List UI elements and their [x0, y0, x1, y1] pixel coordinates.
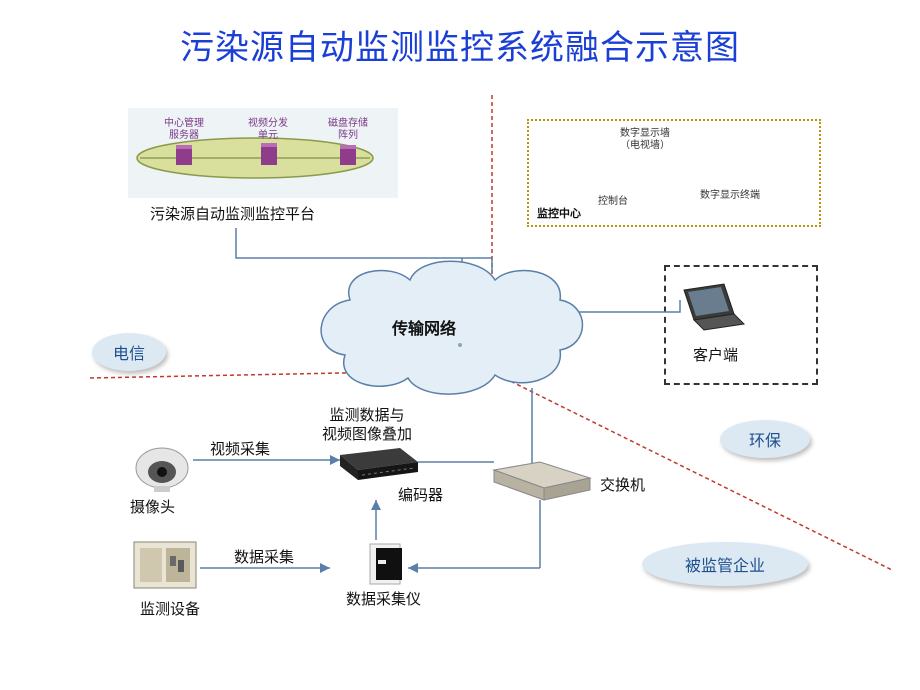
server-label-2: 视频分发单元 — [248, 118, 288, 141]
camera-icon — [135, 447, 189, 492]
monitor-center-box — [527, 119, 821, 227]
console-label: 控制台 — [598, 196, 628, 207]
server-icon-2 — [261, 143, 277, 165]
switch-icon — [492, 461, 592, 501]
collector-label: 数据采集仪 — [346, 590, 422, 608]
data-capture-label: 数据采集 — [234, 548, 295, 566]
zone-env: 环保 — [720, 420, 810, 458]
platform-group — [128, 108, 398, 198]
camera-label: 摄像头 — [130, 498, 176, 516]
zone-enterprise: 被监管企业 — [642, 542, 808, 586]
encoder-icon — [340, 448, 418, 480]
connectors — [193, 174, 681, 569]
display-terminal-label: 数字显示终端 — [700, 190, 760, 201]
monitoring-equipment-icon — [133, 541, 197, 589]
laptop-icon — [683, 283, 746, 331]
data-collector-icon — [369, 543, 402, 585]
network-label: 传输网络 — [392, 319, 457, 338]
video-wall-label: 数字显示墙（电视墙） — [620, 128, 670, 151]
monitor-center-label: 监控中心 — [537, 207, 581, 220]
server-label-3: 磁盘存储阵列 — [328, 118, 368, 141]
client-label: 客户端 — [693, 346, 739, 364]
switch-label: 交换机 — [600, 476, 646, 494]
arrowheads — [320, 455, 418, 573]
network-cloud — [320, 260, 584, 395]
server-label-1: 中心管理服务器 — [164, 118, 204, 141]
server-icon-1 — [176, 145, 192, 165]
platform-label: 污染源自动监测监控平台 — [150, 205, 316, 223]
page-title: 污染源自动监测监控系统融合示意图 — [180, 28, 740, 68]
video-capture-label: 视频采集 — [210, 440, 271, 458]
server-icon-3 — [340, 145, 356, 165]
zone-divider-diagonal — [491, 371, 893, 571]
encoder-label: 编码器 — [398, 486, 444, 504]
equipment-label: 监测设备 — [140, 600, 201, 618]
zone-telecom: 电信 — [92, 333, 166, 371]
overlay-label: 监测数据与视频图像叠加 — [322, 406, 413, 443]
